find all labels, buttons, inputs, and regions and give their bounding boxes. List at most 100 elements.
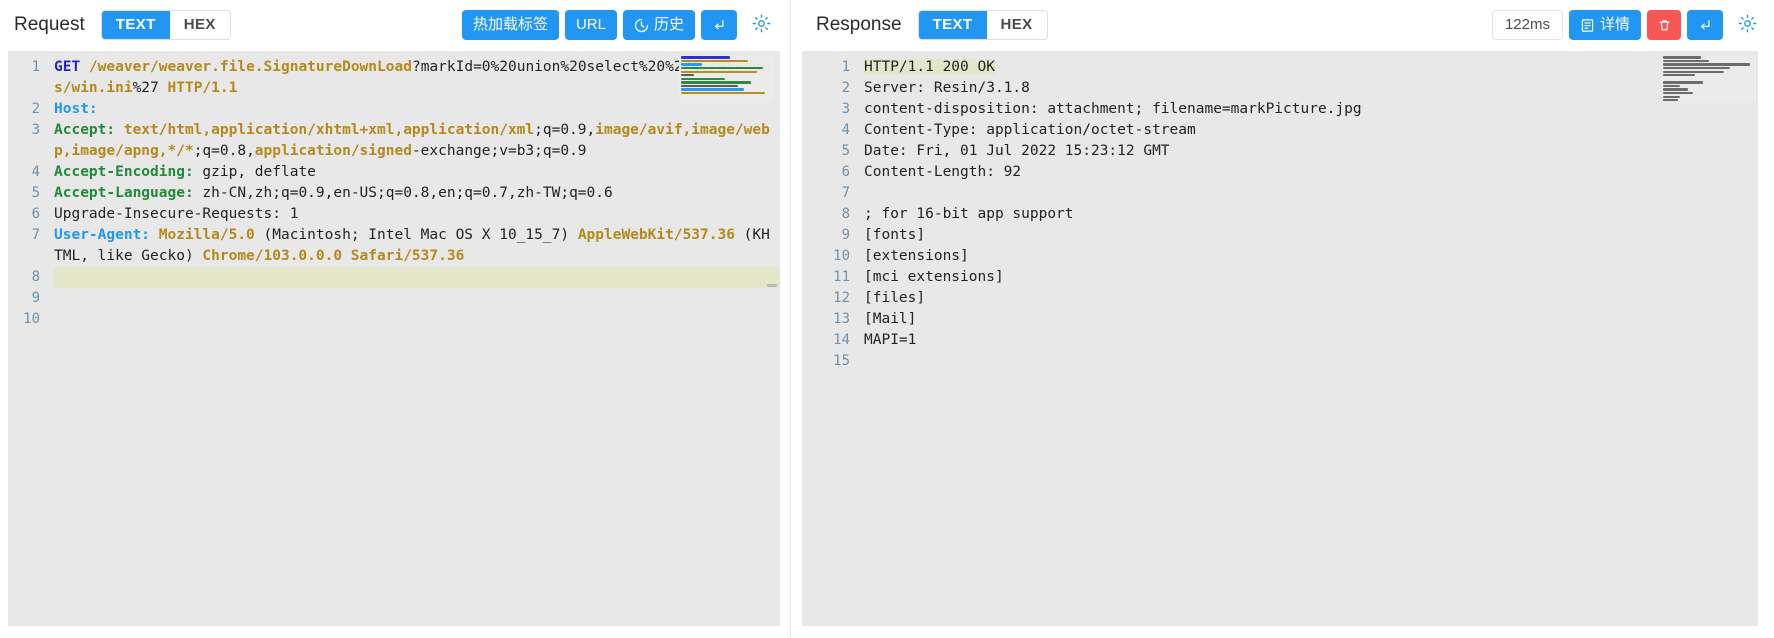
request-tab-hex[interactable]: HEX [169, 11, 230, 39]
line-number: 7 [31, 227, 40, 243]
code-line [54, 267, 780, 288]
request-settings-gear-icon[interactable] [751, 13, 772, 38]
request-editor[interactable]: 1 GET /weaver/weaver.file.SignatureDownL… [8, 50, 780, 626]
history-button-label: 历史 [653, 16, 684, 33]
line-number: 2 [31, 101, 40, 117]
code-row: 13[Mail] [802, 309, 1758, 330]
code-line: [extensions] [864, 248, 969, 264]
http-version: HTTP/1.1 [167, 80, 238, 96]
line-number: 10 [23, 311, 40, 327]
header-name-accept-language: Accept-Language: [54, 185, 194, 201]
code-line: Accept-Encoding: gzip, deflate [54, 162, 780, 183]
request-tab-text[interactable]: TEXT [101, 11, 170, 39]
line-number: 10 [833, 248, 850, 264]
wrap-return-icon [1698, 18, 1712, 32]
code-row: 12[files] [802, 288, 1758, 309]
line-number: 1 [31, 59, 40, 75]
code-row: 7 User-Agent: Mozilla/5.0 (Macintosh; In… [8, 225, 780, 267]
accept-value-1: text/html,application/xhtml+xml,applicat… [115, 122, 535, 138]
code-line: Upgrade-Insecure-Requests: 1 [54, 206, 299, 222]
user-agent-value-3: AppleWebKit/537.36 [577, 227, 735, 243]
detail-button[interactable]: 详情 [1568, 10, 1641, 40]
response-panel: Response TEXT HEX 122ms 详情 [802, 0, 1774, 638]
url-button[interactable]: URL [564, 10, 617, 40]
header-name-user-agent: User-Agent: [54, 227, 151, 243]
code-line: content-disposition: attachment; filenam… [864, 101, 1362, 117]
accept-encoding-value: gzip, deflate [193, 164, 316, 180]
code-row: 1 GET /weaver/weaver.file.SignatureDownL… [8, 57, 780, 99]
space-sep [80, 59, 89, 75]
request-minimap[interactable] [679, 55, 774, 101]
response-panel-title: Response [816, 14, 902, 35]
detail-button-label: 详情 [1599, 16, 1630, 33]
header-name-accept-encoding: Accept-Encoding: [54, 164, 194, 180]
query-part-1: markId=0%20union%20select%20%27 [420, 59, 692, 75]
delete-button[interactable] [1647, 10, 1681, 40]
query-sep: ? [411, 59, 421, 75]
code-line: [fonts] [864, 227, 926, 243]
line-number: 14 [833, 332, 850, 348]
request-actions: 热加载标签 URL 历史 [461, 10, 772, 40]
code-line: User-Agent: Mozilla/5.0 (Macintosh; Inte… [54, 225, 780, 267]
line-number: 6 [31, 206, 40, 222]
response-actions: 122ms 详情 [1491, 10, 1758, 40]
code-row: 7 [802, 183, 1758, 204]
response-tab-hex[interactable]: HEX [986, 11, 1047, 39]
code-line: Host: [54, 99, 780, 120]
code-row: 10 [extensions] [802, 246, 1758, 267]
code-line: Date: Fri, 01 Jul 2022 15:23:12 GMT [864, 143, 1170, 159]
code-row: 10 [8, 309, 780, 330]
code-row: 4 Accept-Encoding: gzip, deflate [8, 162, 780, 183]
line-number: 2 [841, 80, 850, 96]
wrap-return-icon [712, 18, 726, 32]
highlighted-text: HTTP/1.1 200 OK [864, 59, 995, 75]
line-number: 12 [833, 290, 850, 306]
line-number: 8 [31, 269, 40, 285]
request-wrap-button[interactable] [701, 10, 737, 40]
user-agent-value-2: (Macintosh; Intel Mac OS X 10_15_7) [254, 227, 578, 243]
code-line: [mci extensions] [864, 269, 1004, 285]
code-line: Accept-Language: zh-CN,zh;q=0.9,en-US;q=… [54, 183, 780, 204]
line-number: 3 [31, 122, 40, 138]
accept-value-4: ;q=0.8, [193, 143, 255, 159]
response-settings-gear-icon[interactable] [1737, 13, 1758, 38]
accept-value-6: -exchange;v=b3;q=0.9 [411, 143, 587, 159]
code-row: 8; for 16-bit app support [802, 204, 1758, 225]
request-format-tabs: TEXT HEX [100, 10, 231, 40]
code-line: ; for 16-bit app support [864, 206, 1074, 222]
line-number: 13 [833, 311, 850, 327]
response-tab-text[interactable]: TEXT [918, 11, 987, 39]
line-number: 6 [841, 164, 850, 180]
code-row: 5 Accept-Language: zh-CN,zh;q=0.9,en-US;… [8, 183, 780, 204]
response-wrap-button[interactable] [1687, 10, 1723, 40]
code-line: Content-Length: 92 [864, 164, 1022, 180]
query-part-3: %27 [132, 80, 168, 96]
hot-reload-tag-button[interactable]: 热加载标签 [461, 10, 559, 40]
code-row: 2 Host: [8, 99, 780, 120]
accept-value-2: ;q=0.9, [534, 122, 596, 138]
code-line: HTTP/1.1 200 OK [864, 57, 1758, 78]
line-number: 7 [841, 185, 850, 201]
code-row: 9 [8, 288, 780, 309]
line-number: 4 [841, 122, 850, 138]
user-agent-value-1: Mozilla/5.0 [150, 227, 255, 243]
code-row: 11[mci extensions] [802, 267, 1758, 288]
code-row: 2 Server: Resin/3.1.8 [802, 78, 1758, 99]
history-button[interactable]: 历史 [622, 10, 695, 40]
code-line: Accept: text/html,application/xhtml+xml,… [54, 120, 780, 162]
request-scrollbar-thumb[interactable] [767, 284, 777, 287]
request-code-area[interactable]: 1 GET /weaver/weaver.file.SignatureDownL… [8, 51, 780, 330]
user-agent-value-5: Chrome/103.0.0.0 Safari/537.36 [202, 248, 465, 264]
response-format-tabs: TEXT HEX [917, 10, 1048, 40]
code-line: Server: Resin/3.1.8 [864, 80, 1030, 96]
code-line: GET /weaver/weaver.file.SignatureDownLoa… [54, 57, 780, 99]
response-minimap[interactable] [1661, 55, 1756, 101]
code-row: 3 Accept: text/html,application/xhtml+xm… [8, 120, 780, 162]
